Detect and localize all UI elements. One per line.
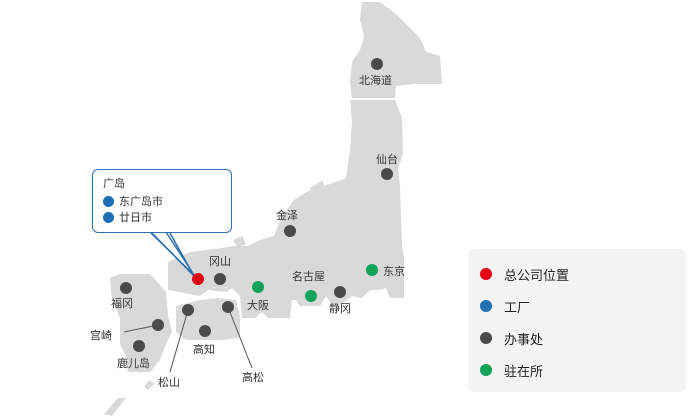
marker-kagoshima[interactable] xyxy=(133,340,145,352)
label-kochi: 高知 xyxy=(193,342,215,356)
label-fukuoka: 福冈 xyxy=(111,296,133,310)
label-hokkaido: 北海道 xyxy=(359,73,392,87)
marker-tokyo[interactable] xyxy=(366,264,378,276)
red-dot-icon xyxy=(480,268,492,280)
okinawa-island-1 xyxy=(104,398,126,416)
label-kanazawa: 金泽 xyxy=(276,208,298,222)
label-osaka: 大阪 xyxy=(247,298,269,312)
honshu-landmass xyxy=(168,100,404,318)
dark-gray-dot-icon xyxy=(480,332,492,344)
callout-item-label: 东广岛市 xyxy=(119,195,163,208)
marker-shizuoka[interactable] xyxy=(334,286,346,298)
callout-pointer-left xyxy=(151,232,195,277)
map-legend: 总公司位置 工厂 办事处 驻在所 xyxy=(468,249,686,392)
label-nagoya: 名古屋 xyxy=(292,269,325,283)
marker-sendai[interactable] xyxy=(381,168,393,180)
label-kagoshima: 鹿儿岛 xyxy=(117,356,150,370)
okinawa-island-2 xyxy=(144,380,154,390)
marker-takamatsu[interactable] xyxy=(222,301,234,313)
marker-kanazawa[interactable] xyxy=(284,225,296,237)
marker-miyazaki[interactable] xyxy=(152,319,164,331)
callout-item: 东广岛市 xyxy=(103,193,221,209)
island-sado xyxy=(309,180,325,193)
legend-label: 工厂 xyxy=(504,300,531,316)
marker-osaka[interactable] xyxy=(252,281,264,293)
marker-matsuyama[interactable] xyxy=(182,304,194,316)
oki-island xyxy=(233,236,246,248)
leader-takamatsu xyxy=(227,306,253,369)
marker-fukuoka[interactable] xyxy=(120,282,132,294)
callout-pointer-right xyxy=(169,232,195,277)
hokkaido-landmass xyxy=(350,2,442,98)
marker-okayama[interactable] xyxy=(214,273,226,285)
factory-dot-icon xyxy=(103,195,114,207)
callout-item: 廿日市 xyxy=(103,209,221,225)
blue-dot-icon xyxy=(480,300,492,312)
legend-label: 总公司位置 xyxy=(504,268,570,284)
legend-label: 办事处 xyxy=(504,332,544,348)
kyushu-landmass xyxy=(110,274,172,372)
callout-item-label: 廿日市 xyxy=(119,211,152,224)
marker-hokkaido[interactable] xyxy=(371,58,383,70)
label-tokyo: 东京 xyxy=(383,264,405,278)
legend-item-factory: 工厂 xyxy=(480,290,674,322)
label-miyazaki: 宫崎 xyxy=(90,328,112,342)
marker-kochi[interactable] xyxy=(199,325,211,337)
label-sendai: 仙台 xyxy=(376,152,398,166)
marker-nagoya[interactable] xyxy=(305,290,317,302)
label-takamatsu: 高松 xyxy=(242,370,264,384)
hiroshima-callout: 广岛 东广岛市 廿日市 xyxy=(92,169,232,233)
leader-matsuyama xyxy=(169,309,189,373)
label-shizuoka: 静冈 xyxy=(329,301,351,315)
callout-title: 广岛 xyxy=(103,177,125,190)
legend-item-office: 办事处 xyxy=(480,322,674,354)
marker-headquarters-hiroshima[interactable] xyxy=(192,273,204,285)
label-okayama: 冈山 xyxy=(209,255,231,268)
legend-label: 驻在所 xyxy=(504,364,544,380)
green-dot-icon xyxy=(480,364,492,376)
island-north-honshu xyxy=(321,184,329,192)
factory-dot-icon xyxy=(103,211,114,223)
legend-item-branch: 驻在所 xyxy=(480,354,674,386)
legend-item-headquarters: 总公司位置 xyxy=(480,258,674,290)
label-matsuyama: 松山 xyxy=(158,375,180,389)
